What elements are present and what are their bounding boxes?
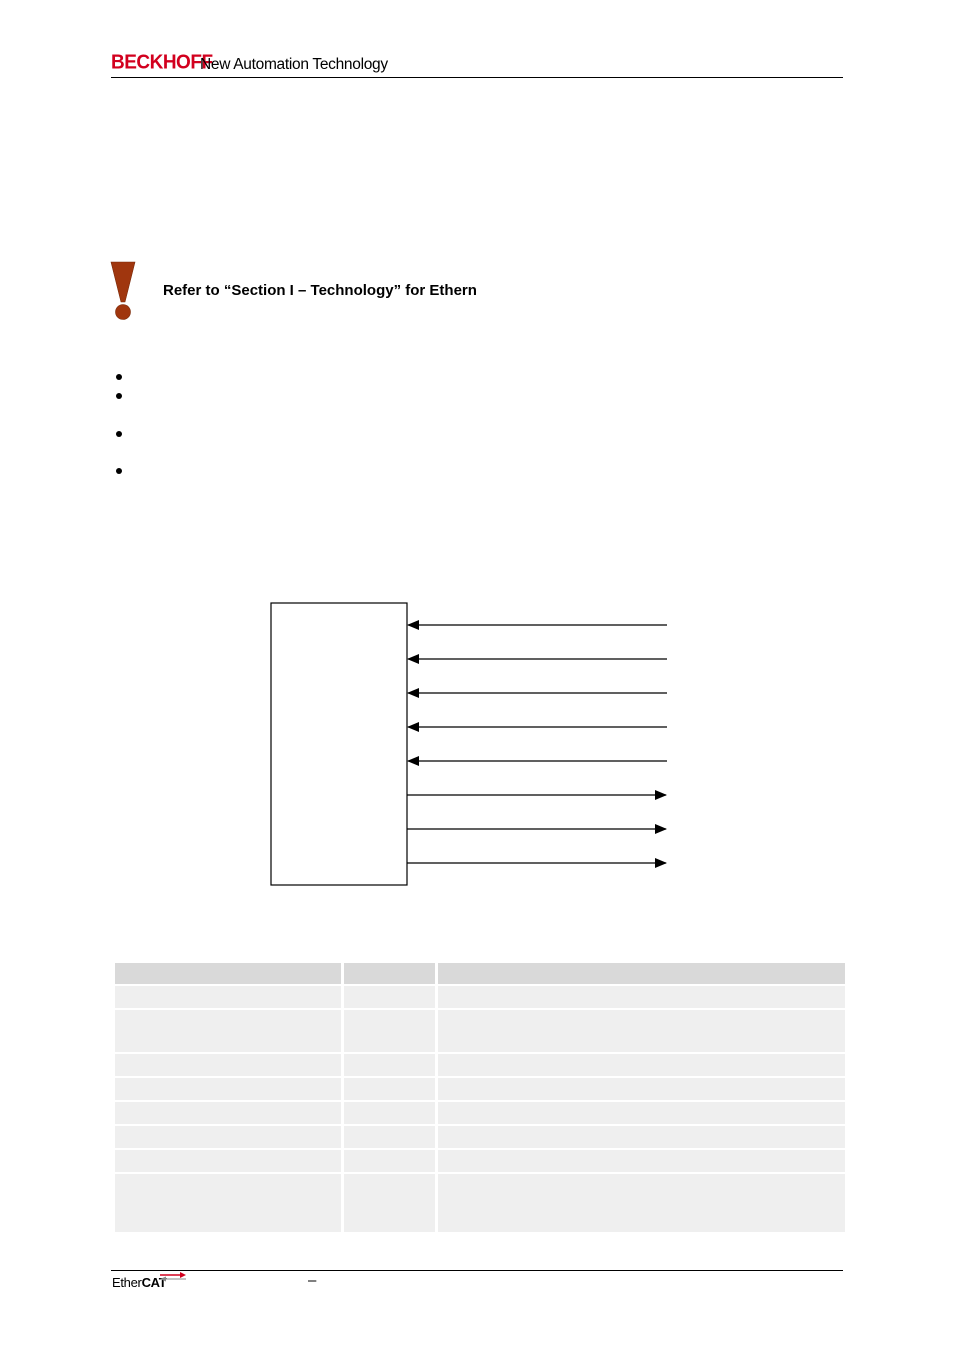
brand-logo: BECKHOFF (111, 51, 213, 74)
table-cell (435, 1054, 845, 1078)
device-block (270, 602, 408, 886)
table-cell (341, 963, 435, 986)
bullet-point (116, 468, 122, 474)
table-row (115, 1078, 845, 1102)
table-cell (341, 1078, 435, 1102)
signal-diagram (270, 602, 667, 886)
table-row (115, 1010, 845, 1054)
table-cell (115, 1174, 341, 1234)
exclamation-icon (110, 261, 136, 320)
table-cell (341, 1102, 435, 1126)
footer-rule (111, 1270, 843, 1271)
table-cell (435, 1126, 845, 1150)
table-cell (115, 1078, 341, 1102)
table-cell (341, 986, 435, 1010)
table-cell (435, 986, 845, 1010)
table-row (115, 986, 845, 1010)
table-row (115, 1150, 845, 1174)
footer-separator: – (308, 1272, 317, 1289)
table-cell (341, 1126, 435, 1150)
signal-table (115, 963, 845, 1234)
bullet-point (116, 393, 122, 399)
table-cell (341, 1150, 435, 1174)
table-cell (115, 1010, 341, 1054)
bullet-point (116, 431, 122, 437)
table-row (115, 1126, 845, 1150)
table-cell (115, 963, 341, 986)
note-text: Refer to “Section I – Technology” for Et… (163, 282, 477, 299)
bullet-point (116, 374, 122, 380)
table-cell (115, 1102, 341, 1126)
table-cell (435, 963, 845, 986)
table-cell (115, 1150, 341, 1174)
table-cell (435, 1174, 845, 1234)
table-cell (341, 1174, 435, 1234)
table-cell (115, 1126, 341, 1150)
table-cell (435, 1010, 845, 1054)
table-cell (115, 1054, 341, 1078)
table-row (115, 1054, 845, 1078)
table-cell (435, 1150, 845, 1174)
ethercat-arrow-icon (160, 1272, 186, 1282)
table-header-row (115, 963, 845, 986)
brand-tagline: New Automation Technology (200, 56, 388, 73)
header-rule (111, 77, 843, 78)
table-cell (435, 1102, 845, 1126)
table-row (115, 1102, 845, 1126)
table-cell (341, 1054, 435, 1078)
table-cell (115, 986, 341, 1010)
table-cell (341, 1010, 435, 1054)
table-row (115, 1174, 845, 1234)
ethercat-logo: EtherCAT (112, 1275, 167, 1290)
table-cell (435, 1078, 845, 1102)
